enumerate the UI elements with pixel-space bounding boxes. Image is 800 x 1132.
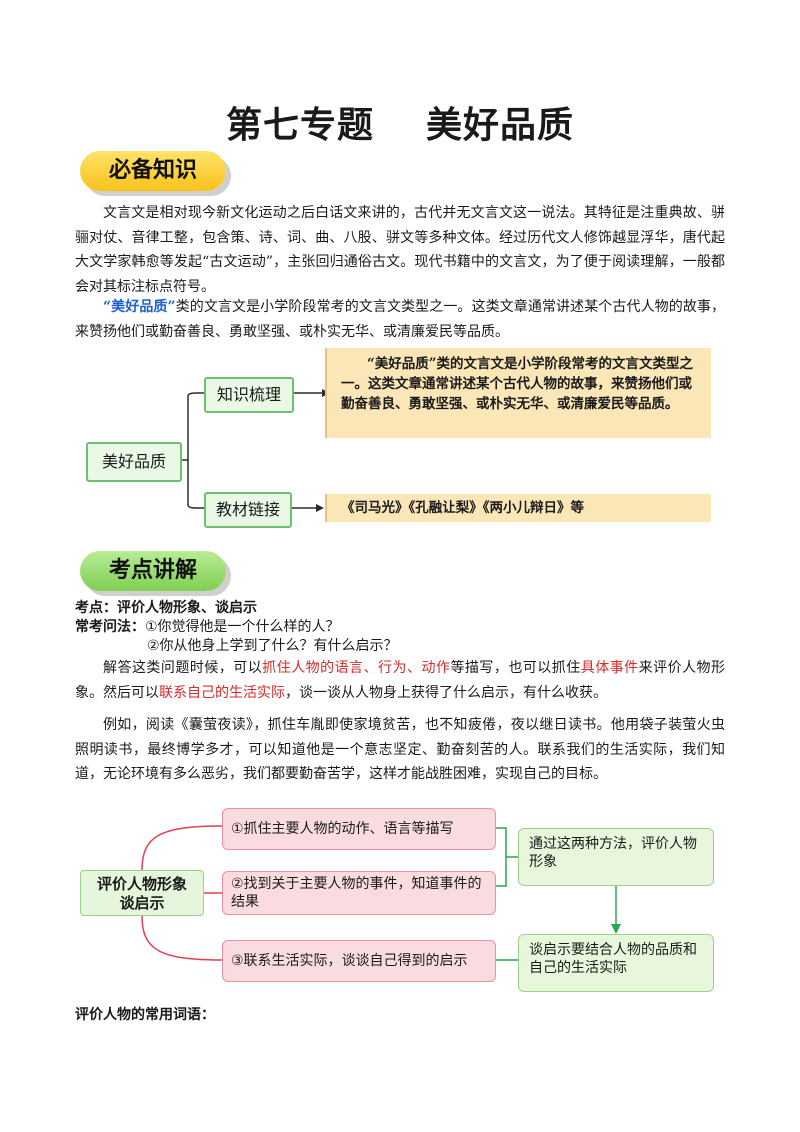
exam-point-value: 评价人物形象、谈启示: [117, 600, 257, 616]
mindmap1-textbook-box: 《司马光》《孔融让梨》《两小儿辩日》等: [325, 494, 711, 522]
intro-paragraph-2: “美好品质”类的文言文是小学阶段常考的文言文类型之一。这类文章通常讲述某个古代人…: [75, 295, 725, 344]
intro-paragraph-2-text: 类的文言文是小学阶段常考的文言文类型之一。这类文章通常讲述某个古代人物的故事，来…: [75, 299, 726, 340]
exam-point-label: 考点：: [75, 600, 117, 616]
mindmap1-branch-textbook: 教材链接: [204, 492, 292, 528]
explain-text-d: ，谈一谈从人物身上获得了什么启示，有什么收获。: [285, 684, 607, 701]
explain-paragraph-1: 解答这类问题时候，可以抓住人物的语言、行为、动作等描写，也可以抓住具体事件来评价…: [75, 656, 725, 705]
section-label-exam-points: 考点讲解: [80, 551, 226, 591]
mindmap2-branch-1: ①抓住主要人物的动作、语言等描写: [222, 808, 496, 850]
explain-highlight-1: 抓住人物的语言、行为、动作: [262, 660, 451, 676]
common-question-line: 常考问法：①你觉得他是一个什么样的人？: [75, 617, 340, 637]
section-label-essential-knowledge: 必备知识: [80, 151, 226, 191]
intro-paragraph-1: 文言文是相对现今新文化运动之后白话文来讲的，古代并无文言文这一说法。其特征是注重…: [75, 205, 725, 295]
explain-highlight-3: 联系自己的生活实际: [159, 684, 285, 701]
mindmap1-knowledge-box: “美好品质”类的文言文是小学阶段常考的文言文类型之一。这类文章通常讲述某个古代人…: [325, 348, 711, 438]
highlight-term: “美好品质”: [103, 299, 176, 315]
question-1: ①你觉得他是一个什么样的人？: [145, 619, 340, 635]
common-question-label: 常考问法：: [75, 619, 145, 635]
mindmap2-branch-2: ②找到关于主要人物的事件，知道事件的结果: [222, 871, 496, 915]
mindmap2-summary-1: 通过这两种方法，评价人物形象: [518, 828, 714, 886]
mindmap2-summary-2: 谈启示要结合人物的品质和自己的生活实际: [518, 934, 714, 992]
explain-highlight-2: 具体事件: [580, 660, 639, 676]
mindmap2-branch-3: ③联系生活实际，谈谈自己得到的启示: [222, 940, 496, 982]
title-part2: 美好品质: [426, 105, 575, 146]
explain-paragraph-2: 例如，阅读《囊萤夜读》，抓住车胤即使家境贫苦，也不知疲倦，夜以继日读书。他用袋子…: [75, 717, 725, 782]
question-2: ②你从他身上学到了什么？有什么启示？: [147, 638, 398, 654]
page-title: 第七专题 美好品质: [0, 96, 800, 148]
explain-text-b: 等描写，也可以抓住: [450, 660, 581, 676]
mindmap2-root-line1: 评价人物形象: [96, 875, 187, 893]
explain-text-a: 解答这类问题时候，可以: [103, 660, 263, 676]
mindmap2-root: 评价人物形象谈启示: [80, 870, 204, 916]
mindmap1-root: 美好品质: [86, 442, 182, 482]
mindmap2-root-line2: 谈启示: [119, 894, 165, 912]
exam-point-line: 考点：评价人物形象、谈启示: [75, 598, 257, 618]
title-part1: 第七专题: [225, 105, 374, 146]
mindmap1-branch-knowledge: 知识梳理: [204, 377, 294, 413]
explain-text-c: 来评价人物形象。然后可以: [75, 660, 726, 701]
common-words-heading: 评价人物的常用词语：: [75, 1007, 215, 1023]
